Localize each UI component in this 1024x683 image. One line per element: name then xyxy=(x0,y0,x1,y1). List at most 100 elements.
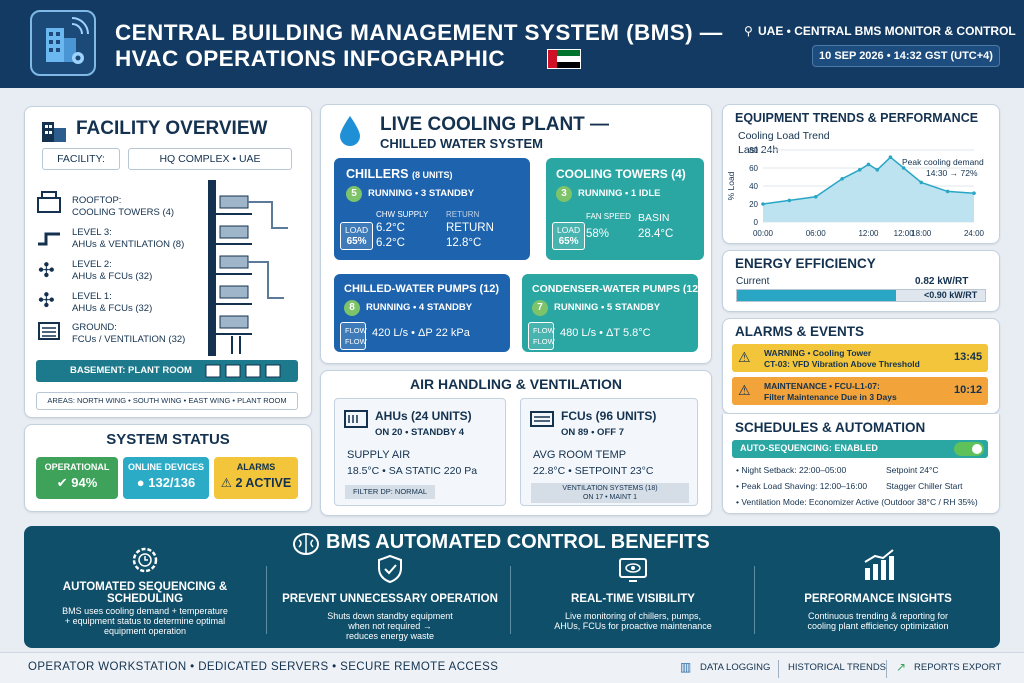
data-point xyxy=(919,180,924,185)
cw-pumps-value: 480 L/s • ΔT 5.8°C xyxy=(560,327,651,339)
pump-equipment-icon xyxy=(204,362,294,385)
benefit-4-desc1: Continuous trending & reporting for xyxy=(807,611,949,621)
alarm-1-line1: WARNING • Cooling Tower xyxy=(764,348,872,358)
x-tick-label: 18:00 xyxy=(911,229,932,238)
chw-supply-label: CHW SUPPLY xyxy=(376,210,429,219)
benefit-2-desc1: Shuts down standby equipment xyxy=(327,611,453,621)
basin-value: 28.4°C xyxy=(638,228,674,240)
x-tick-label: 24:00 xyxy=(964,229,985,238)
online-devices-chip[interactable]: ONLINE DEVICES ● 132/136 xyxy=(123,457,209,499)
header-bar xyxy=(0,0,1024,88)
data-point xyxy=(972,191,976,195)
y-tick-label: 40 xyxy=(749,182,758,191)
ventilation-line2: ON 17 • MAINT 1 xyxy=(582,494,638,501)
ahu-status: ON 20 • STANDBY 4 xyxy=(375,427,465,438)
towers-load-value: 65% xyxy=(558,236,579,247)
fan-icon: ✣ xyxy=(38,260,55,282)
water-drop-icon xyxy=(337,114,363,151)
facility-value: HQ COMPLEX • UAE xyxy=(128,148,292,170)
building-wifi-logo-icon xyxy=(30,10,96,76)
data-point xyxy=(813,195,818,199)
reports-export-icon: ↗ xyxy=(896,660,907,674)
data-point xyxy=(866,162,871,167)
data-point xyxy=(857,168,862,172)
energy-current-value: 0.82 kW/RT xyxy=(915,276,969,287)
level-2-desc: AHUs & FCUs (32) xyxy=(72,271,153,282)
data-logging-link[interactable]: DATA LOGGING xyxy=(700,662,771,673)
benefit-2-desc2: when not required → xyxy=(348,621,432,631)
y-axis-label: % Load xyxy=(726,171,736,200)
warning-icon: ⚠ xyxy=(738,382,751,398)
energy-progress-fill xyxy=(737,290,896,301)
ventilation-line1: VENTILATION SYSTEMS (18) xyxy=(562,485,658,492)
chillers-units: (8 UNITS) xyxy=(411,170,453,180)
benefit-4-desc2: cooling plant efficiency optimization xyxy=(807,621,949,631)
areas-text: AREAS: NORTH WING • SOUTH WING • EAST WI… xyxy=(36,392,298,410)
bar-chart-icon xyxy=(762,548,994,587)
chillers-title: CHILLERS xyxy=(346,167,409,181)
online-label: ONLINE DEVICES xyxy=(127,462,204,472)
series-line xyxy=(762,156,975,205)
building-cross-section-diagram xyxy=(192,178,302,361)
trends-title: EQUIPMENT TRENDS & PERFORMANCE xyxy=(735,111,979,125)
data-point xyxy=(901,166,906,170)
benefit-item: PREVENT UNNECESSARY OPERATION Shuts down… xyxy=(276,554,504,641)
auto-sequencing-toggle[interactable] xyxy=(954,442,984,456)
alarm-1-line2: CT-03: VFD Vibration Above Threshold xyxy=(764,359,920,369)
trend-subtitle-2: Last 24h xyxy=(738,144,779,156)
trend-subtitle-1: Cooling Load Trend xyxy=(738,130,830,142)
reports-export-link[interactable]: REPORTS EXPORT xyxy=(914,662,1002,673)
benefit-item: REAL-TIME VISIBILITY Live monitoring of … xyxy=(518,556,748,631)
cooling-plant-title: LIVE COOLING PLANT — xyxy=(380,114,610,135)
alarm-item[interactable]: ⚠ MAINTENANCE • FCU-L1-07: Filter Mainte… xyxy=(732,377,988,405)
alarms-chip[interactable]: ALARMS ⚠ 2 ACTIVE xyxy=(214,457,298,499)
chillers-running-text: RUNNING • 3 STANDBY xyxy=(368,188,475,199)
ahu-card[interactable]: AHUs (24 UNITS) ON 20 • STANDBY 4 SUPPLY… xyxy=(334,398,506,506)
page-title-line2: HVAC OPERATIONS INFOGRAPHIC xyxy=(115,46,505,71)
energy-target: <0.90 kW/RT xyxy=(924,290,978,300)
uae-flag-icon xyxy=(547,49,581,69)
ahu-icon xyxy=(343,407,369,436)
dot-icon: ● xyxy=(136,475,149,490)
filter-dp-badge: FILTER DP: NORMAL xyxy=(345,485,435,499)
historical-trends-link[interactable]: HISTORICAL TRENDS xyxy=(788,662,887,673)
operational-chip[interactable]: OPERATIONAL ✔ 94% xyxy=(36,457,118,499)
chw-supply-value-1: 6.2°C xyxy=(376,222,405,234)
duct-icon xyxy=(36,228,62,255)
fan-speed-value: 58% xyxy=(586,228,610,240)
footer-bar xyxy=(0,652,1024,683)
alarms-label: ALARMS xyxy=(236,462,276,472)
alarm-item[interactable]: ⚠ WARNING • Cooling Tower CT-03: VFD Vib… xyxy=(732,344,988,372)
facility-label: FACILITY: xyxy=(42,148,120,170)
online-value: 132/136 xyxy=(148,475,196,490)
facility-title: FACILITY OVERVIEW xyxy=(76,118,268,139)
benefit-item: AUTOMATED SEQUENCING & SCHEDULING BMS us… xyxy=(30,544,260,636)
chw-return-label-small: RETURN xyxy=(446,210,480,219)
schedule-2-detail: Stagger Chiller Start xyxy=(886,481,963,491)
fcu-title: FCUs (96 UNITS) xyxy=(561,409,657,423)
auto-sequencing-bar[interactable]: AUTO-SEQUENCING: ENABLED xyxy=(732,440,988,458)
level-2-title: LEVEL 2: xyxy=(72,259,112,270)
data-point xyxy=(945,189,950,194)
basin-label: BASIN xyxy=(638,212,670,224)
peak-annotation-2: 14:30 → 72% xyxy=(926,168,978,178)
schedules-title: SCHEDULES & AUTOMATION xyxy=(735,420,926,435)
chw-return-value: 12.8°C xyxy=(446,237,482,249)
schedule-2-text: Peak Load Shaving: 12:00–16:00 xyxy=(741,481,868,491)
supply-air-value: 18.5°C • SA STATIC 220 Pa xyxy=(347,465,478,477)
alarm-2-line2: Filter Maintenance Due in 3 Days xyxy=(764,392,897,402)
system-status-title: SYSTEM STATUS xyxy=(106,431,230,448)
level-ground-title: GROUND: xyxy=(72,322,117,333)
fcu-card[interactable]: FCUs (96 UNITS) ON 89 • OFF 7 AVG ROOM T… xyxy=(520,398,698,506)
fcu-icon xyxy=(529,407,555,436)
chw-pumps-running-text: RUNNING • 4 STANDBY xyxy=(366,302,473,313)
benefit-1-desc1: BMS uses cooling demand + temperature xyxy=(62,606,228,616)
y-tick-label: 20 xyxy=(749,200,758,209)
energy-title: ENERGY EFFICIENCY xyxy=(735,256,876,271)
benefit-2-title: PREVENT UNNECESSARY OPERATION xyxy=(282,593,498,605)
check-icon: ✔ xyxy=(56,475,72,490)
